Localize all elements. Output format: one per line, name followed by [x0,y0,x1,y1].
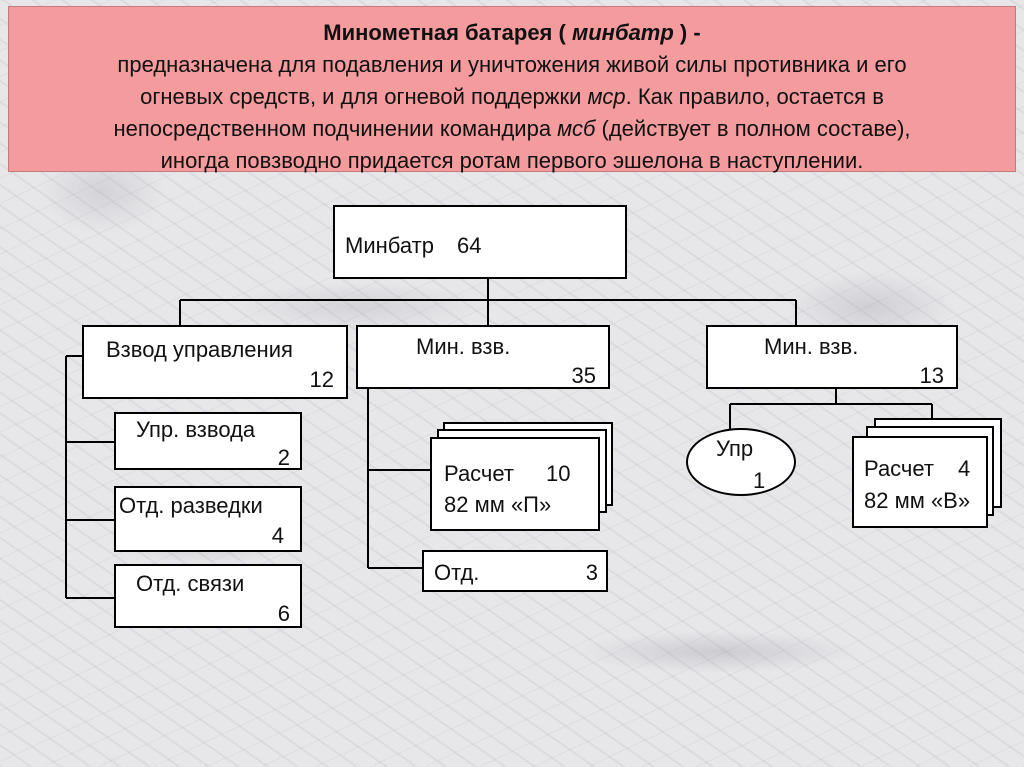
node-ctrl-oval-label: Упр [716,436,754,461]
node-crew-2-count: 4 [958,456,971,481]
node-crew-1: Расчет 10 82 мм «П» [430,437,600,531]
node-crew-1-caliber: 82 мм «П» [444,492,552,517]
node-crew-2-caliber: 82 мм «В» [864,488,971,513]
node-minbatr-label: Минбатр [345,233,434,258]
node-signal-squad-count: 6 [277,601,290,626]
node-control-platoon-count: 12 [309,367,334,392]
node-signal-squad-label: Отд. связи [136,571,245,596]
node-signal-squad: Отд. связи 6 [114,564,302,628]
node-mortar-platoon-2-count: 13 [919,363,944,388]
node-crew-2-label: Расчет [864,456,934,481]
node-crew-1-label: Расчет [444,461,514,486]
node-platoon-control-count: 2 [277,445,290,470]
node-ctrl-oval: Упр 1 [686,428,796,496]
node-crew-2: Расчет 4 82 мм «В» [852,436,988,528]
banner-title: Минометная батарея ( минбатр ) - [323,20,701,45]
node-mortar-platoon-1-count: 35 [571,363,596,388]
node-squad-count: 3 [585,560,598,585]
node-squad-label: Отд. [434,560,480,585]
node-platoon-control-label: Упр. взвода [136,417,256,442]
node-platoon-control: Упр. взвода 2 [114,412,302,470]
node-recon-squad: Отд. разведки 4 [114,486,302,552]
node-crew-1-count: 10 [546,461,571,486]
node-ctrl-oval-count: 1 [753,468,766,493]
node-mortar-platoon-2-label: Мин. взв. [764,334,859,359]
node-control-platoon-label: Взвод управления [106,337,293,362]
node-mortar-platoon-1: Мин. взв. 35 [356,325,610,389]
banner-line-4: иногда повзводно придается ротам первого… [160,148,864,173]
node-squad: Отд. 3 [422,550,608,592]
banner-line-1: предназначена для подавления и уничтожен… [117,52,907,77]
node-recon-squad-count: 4 [271,523,284,548]
description-banner: Минометная батарея ( минбатр ) - предназ… [8,6,1016,173]
banner-line-3: непосредственном подчинении командира мс… [113,116,911,141]
node-recon-squad-label: Отд. разведки [119,493,263,518]
banner-line-2: огневых средств, и для огневой поддержки… [140,84,884,109]
node-mortar-platoon-1-label: Мин. взв. [416,334,511,359]
node-control-platoon: Взвод управления 12 [82,325,348,399]
node-minbatr: Минбатр 64 [333,205,627,279]
node-mortar-platoon-2: Мин. взв. 13 [706,325,958,389]
node-minbatr-count: 64 [457,233,482,258]
